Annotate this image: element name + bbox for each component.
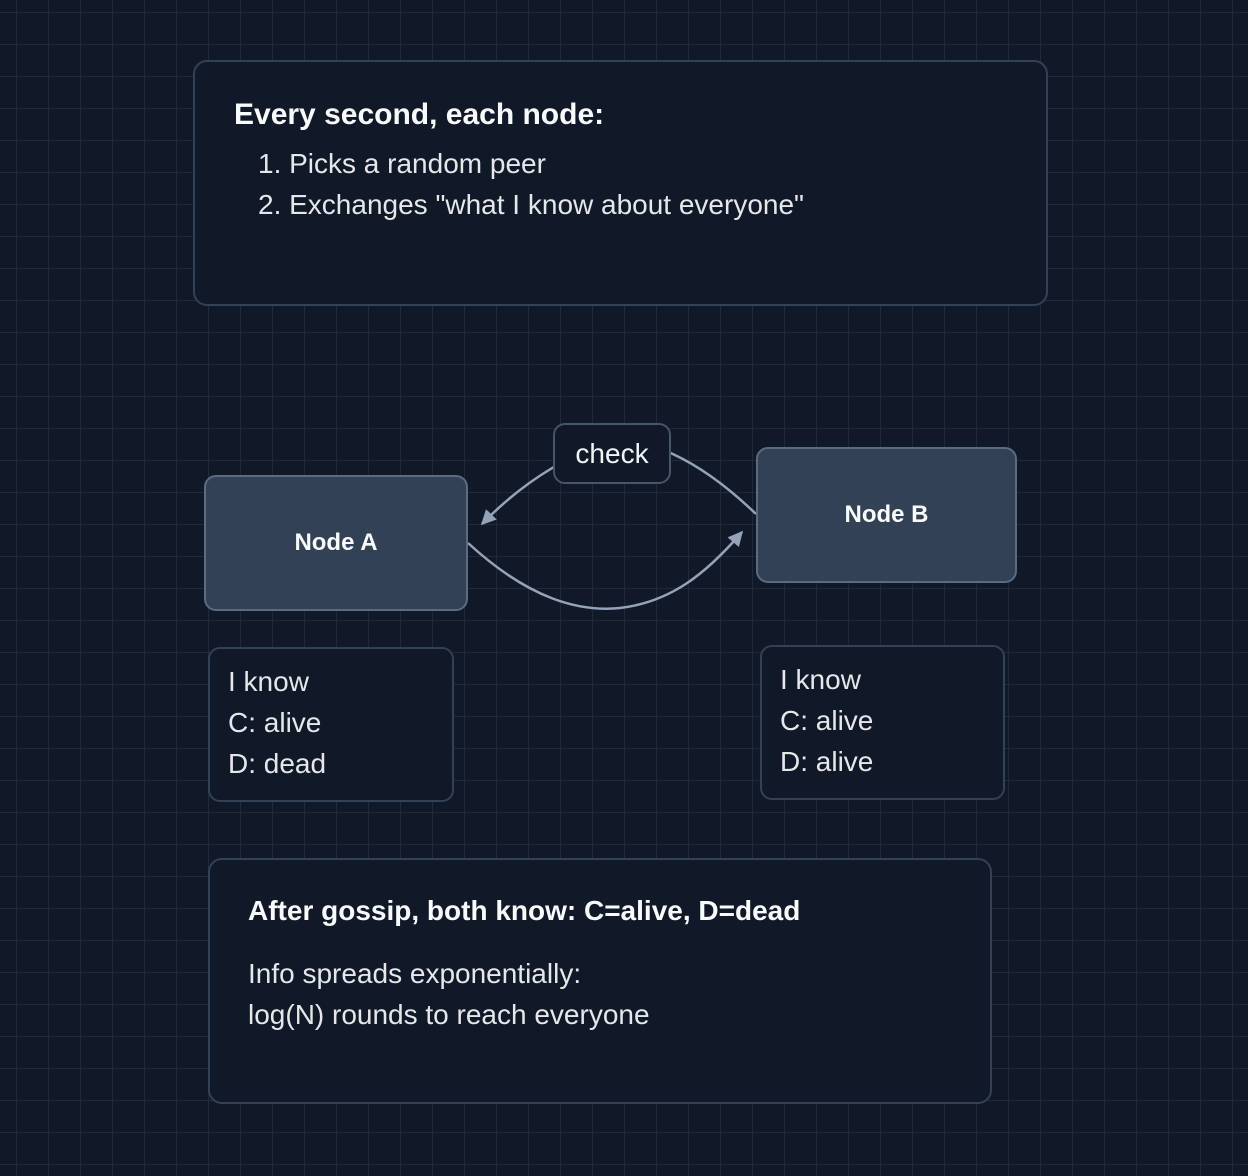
summary-line: log(N) rounds to reach everyone [248,999,650,1030]
summary-line: Info spreads exponentially: [248,958,582,989]
node-a: Node A [204,475,468,611]
knowledge-card-b: I know C: alive D: alive [760,645,1005,800]
intro-step: 2. Exchanges "what I know about everyone… [258,189,804,220]
knowledge-line: D: dead [228,748,327,779]
summary-card: After gossip, both know: C=alive, D=dead… [208,858,992,1104]
knowledge-line: C: alive [228,707,322,738]
knowledge-line: C: alive [780,705,874,736]
knowledge-card-a: I know C: alive D: dead [208,647,454,802]
edge-a-to-b [467,530,743,610]
knowledge-line: I know [780,664,861,695]
knowledge-line: D: alive [780,746,874,777]
node-b: Node B [756,447,1017,583]
intro-title: Every second, each node: [234,98,605,131]
knowledge-line: I know [228,666,309,697]
edge-label-check: check [553,423,671,484]
intro-step: 1. Picks a random peer [258,148,546,179]
intro-card: Every second, each node: 1. Picks a rand… [193,60,1048,306]
summary-title: After gossip, both know: C=alive, D=dead [248,895,801,926]
